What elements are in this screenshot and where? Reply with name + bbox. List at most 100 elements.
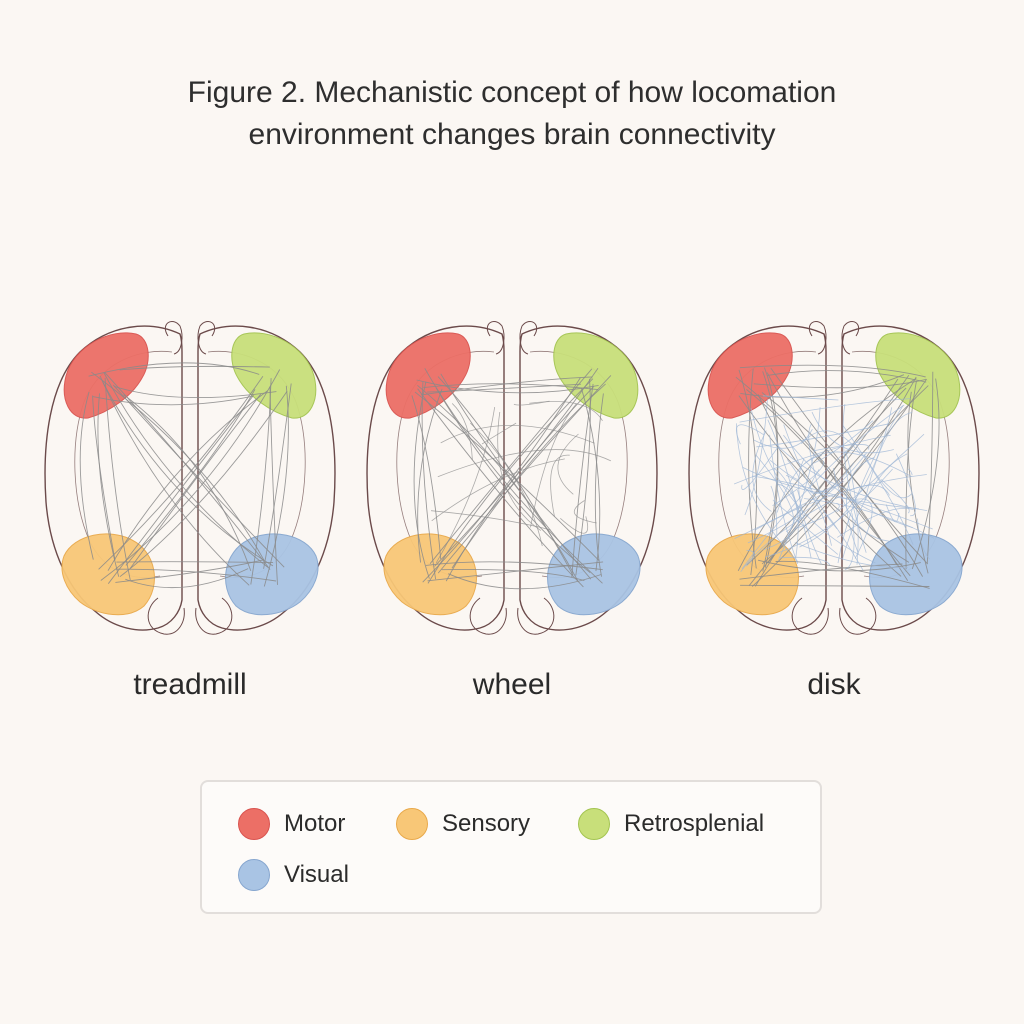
connection-extra — [736, 423, 799, 562]
connection-extra — [813, 420, 874, 464]
legend-swatch-retrosplenial — [578, 808, 610, 840]
connection-extra — [832, 468, 890, 542]
connection-extra — [770, 485, 778, 536]
connections-gray — [79, 362, 292, 589]
connection-motor-retro — [753, 378, 927, 389]
legend-item-motor: Motor — [238, 808, 345, 840]
figure-title-line-1: Figure 2. Mechanistic concept of how loc… — [187, 76, 837, 109]
region-motor — [707, 332, 793, 419]
connection-sens-vis — [739, 563, 903, 580]
connection-motor-sens — [97, 393, 120, 577]
connection-motor-sens — [738, 369, 757, 576]
connection-retro-vis — [571, 383, 594, 578]
connection-motor-retro — [421, 376, 593, 396]
connection-motor-vis — [435, 387, 591, 574]
legend-swatch-sensory — [396, 808, 428, 840]
connection-extra — [762, 395, 839, 401]
connection-sens-vis — [448, 573, 602, 590]
connection-extra — [744, 399, 768, 516]
figure-title: Figure 2. Mechanistic concept of how loc… — [0, 72, 1024, 156]
connection-motor-sens — [413, 381, 430, 579]
connection-motor-vis — [757, 394, 902, 577]
connection-extra — [747, 452, 868, 544]
connection-extra — [837, 507, 914, 538]
region-visual — [225, 533, 319, 616]
connection-extra — [435, 407, 496, 564]
connection-retro-sens — [451, 383, 606, 569]
connection-extra — [769, 459, 800, 480]
connection-motor-sens — [411, 395, 442, 560]
connection-motor-vis — [102, 381, 274, 567]
connection-sens-vis — [740, 584, 930, 587]
connection-extra — [481, 422, 517, 445]
connection-extra — [881, 479, 910, 514]
connection-retro-vis — [907, 391, 929, 574]
legend-item-sensory: Sensory — [396, 808, 530, 840]
connection-extra — [811, 411, 894, 454]
connection-extra — [451, 403, 473, 460]
connection-extra — [767, 419, 801, 519]
connection-motor-vis — [437, 376, 574, 576]
brain-diagrams — [40, 312, 984, 642]
connection-motor-retro — [416, 379, 599, 394]
connection-retro-vis — [580, 387, 601, 572]
legend-swatch-visual — [238, 859, 270, 891]
connection-retro-sens — [98, 375, 264, 570]
connection-retro-sens — [422, 377, 581, 583]
connection-extra — [864, 412, 913, 501]
connection-retro-vis — [594, 393, 604, 577]
connection-retro-sens — [107, 394, 254, 584]
connection-extra — [745, 549, 755, 567]
connection-extra — [740, 496, 839, 573]
connection-retro-sens — [751, 376, 917, 587]
brain-disk — [684, 312, 984, 642]
brain-svg-treadmill — [44, 321, 336, 635]
connection-sens-vis — [427, 561, 604, 582]
left-olfactory-bulb — [808, 321, 827, 355]
connection-retro-sens — [100, 369, 281, 581]
connection-sens-vis — [116, 561, 274, 564]
label-disk: disk — [807, 668, 861, 701]
connection-retro-vis — [926, 371, 934, 565]
connection-retro-vis — [263, 385, 289, 587]
region-visual — [547, 533, 641, 616]
left-olfactory-bulb — [164, 321, 183, 355]
connection-retro-sens — [748, 375, 910, 587]
connections-extra — [733, 395, 935, 573]
connection-motor-vis — [99, 375, 250, 586]
connection-extra — [431, 458, 565, 522]
connection-extra — [573, 500, 597, 524]
connection-extra — [783, 424, 838, 530]
connection-extra — [750, 408, 876, 564]
connection-extra — [756, 423, 890, 448]
connection-extra — [895, 453, 916, 517]
connection-retro-vis — [911, 378, 940, 570]
connections-extra — [430, 400, 612, 564]
right-cerebellum — [195, 597, 233, 635]
connection-extra — [783, 434, 913, 529]
connection-extra — [794, 542, 909, 568]
legend-item-visual: Visual — [238, 859, 349, 891]
right-olfactory-bulb — [841, 321, 860, 355]
connection-motor-vis — [104, 372, 271, 570]
brain-treadmill — [40, 312, 340, 642]
connection-extra — [778, 407, 821, 561]
region-retrosplenial — [231, 332, 317, 419]
connection-motor-sens — [748, 368, 757, 569]
connection-extra — [497, 411, 542, 531]
connection-motor-sens — [417, 388, 443, 563]
connection-sens-vis — [441, 569, 585, 582]
connection-retro-vis — [905, 381, 917, 570]
connection-extra — [440, 425, 595, 444]
connection-extra — [741, 404, 905, 569]
connection-sens-vis — [775, 560, 930, 589]
brain-svg-disk — [688, 321, 980, 635]
connection-extra — [844, 513, 855, 571]
connection-extra — [550, 454, 570, 517]
connection-extra — [794, 502, 840, 530]
connection-motor-retro — [767, 370, 927, 383]
connection-extra — [772, 460, 824, 507]
connection-extra — [849, 484, 890, 496]
connection-extra — [785, 475, 832, 546]
right-cerebellum — [839, 597, 877, 635]
